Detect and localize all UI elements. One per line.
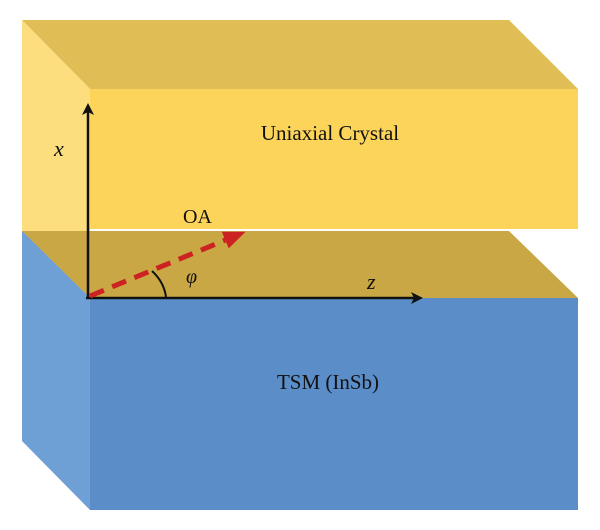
tsm-side-face: [22, 231, 90, 510]
crystal-top-face: [22, 20, 578, 89]
crystal-front-face: [90, 89, 578, 229]
angle-label: φ: [186, 266, 197, 288]
crystal-side-face: [22, 20, 90, 298]
tsm-front-face: [90, 298, 578, 510]
z-axis-label: z: [366, 269, 376, 294]
bottom-layer-label: TSM (InSb): [277, 370, 379, 394]
optical-axis-arrow: [89, 231, 246, 299]
interface-top-face: [22, 231, 578, 298]
x-axis-label: x: [53, 136, 64, 161]
optical-axis-label: OA: [183, 206, 212, 228]
top-layer-label: Uniaxial Crystal: [261, 121, 399, 145]
angle-arc: [151, 270, 167, 298]
